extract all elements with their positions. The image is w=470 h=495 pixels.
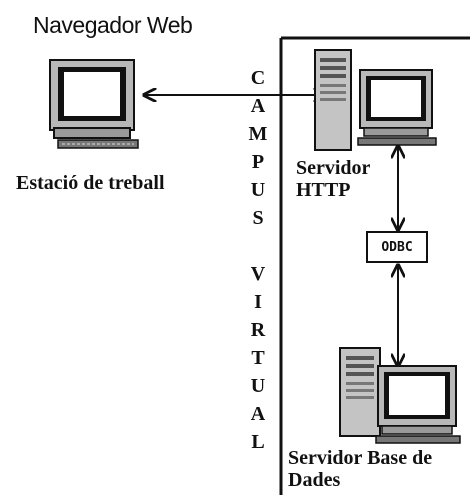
db-server-label-line1: Servidor Base de: [288, 447, 433, 469]
campus-virtual-letter: T: [251, 347, 265, 369]
workstation-computer-icon: [49, 59, 139, 149]
db-server-label-line2: Dades: [288, 469, 341, 491]
db-server-label: Servidor Base de Dades: [288, 447, 432, 491]
db-server-icon: [339, 347, 461, 444]
odbc-box: ODBC: [366, 231, 428, 263]
campus-virtual-letter: S: [252, 207, 264, 229]
campus-virtual-letter: C: [250, 67, 266, 89]
campus-virtual-letter: R: [250, 319, 266, 341]
http-server-label-line1: Servidor: [296, 157, 371, 179]
campus-virtual-letter: L: [251, 431, 265, 453]
campus-virtual-letter: A: [250, 403, 266, 425]
campus-virtual-letter: [248, 232, 268, 260]
campus-boundary: [279, 36, 470, 495]
http-server-icon: [314, 49, 437, 151]
campus-virtual-letter: A: [250, 95, 266, 117]
campus-virtual-letter: P: [251, 151, 265, 173]
campus-virtual-letter: I: [254, 291, 262, 313]
http-server-label: Servidor HTTP: [296, 157, 370, 201]
diagram-title: Navegador Web: [33, 12, 193, 38]
workstation-label: Estació de treball: [16, 172, 165, 194]
campus-virtual-letter: M: [248, 123, 268, 145]
campus-virtual-letter: U: [250, 179, 266, 201]
campus-virtual-letter: U: [250, 375, 266, 397]
campus-virtual-letter: V: [250, 263, 266, 285]
http-server-label-line2: HTTP: [296, 179, 351, 201]
